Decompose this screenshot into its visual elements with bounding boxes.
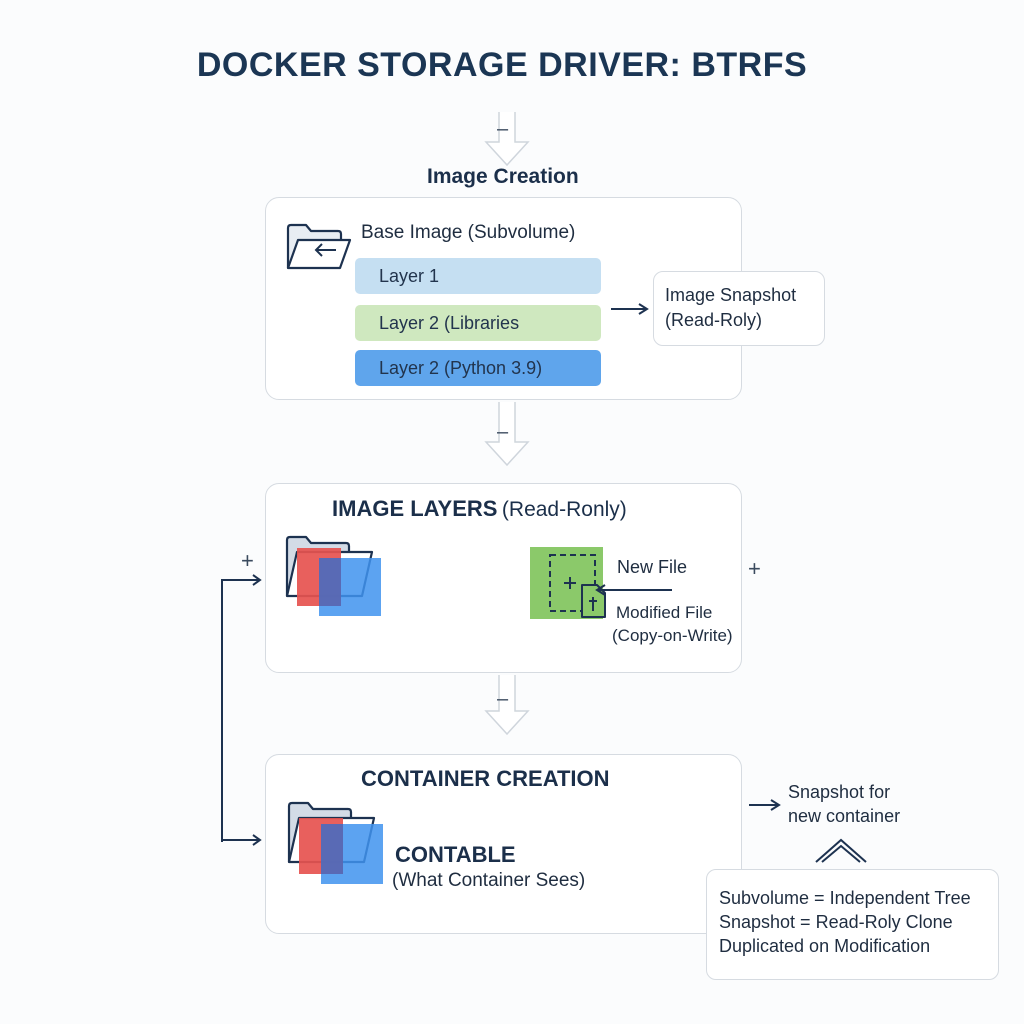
legend-box (706, 869, 999, 980)
minus-sign-3: – (497, 688, 509, 710)
plus-sign-left: + (241, 548, 254, 573)
image-layers-heading-rest: (Read-Ronly) (501, 498, 627, 521)
minus-sign-2: – (497, 421, 509, 443)
image-snapshot-label: Image Snapshot (665, 285, 797, 305)
legend-line-3: Duplicated on Modification (719, 936, 931, 956)
folder-icon (286, 223, 352, 270)
layer-2-python: Layer 2 (Python 3.9) (355, 350, 601, 386)
container-folder-icon (287, 801, 383, 884)
layered-folder-icon (285, 535, 381, 616)
left-connector-line (221, 574, 262, 846)
down-arrow-1 (484, 112, 530, 167)
arrow-to-snapshot (611, 303, 649, 315)
new-file-label: New File (617, 557, 688, 577)
down-arrow-3 (484, 675, 530, 736)
legend-line-2: Snapshot = Read-Roly Clone (719, 912, 953, 932)
base-image-label: Base Image (Subvolume) (361, 222, 576, 243)
chevron-up-icon (815, 838, 867, 863)
snapshot-arrow (749, 799, 781, 811)
modified-file-label: Modified File (616, 603, 713, 622)
down-arrow-2 (484, 402, 530, 467)
copy-on-write-label: (Copy-on-Write) (612, 626, 733, 645)
image-layers-heading-bold: IMAGE LAYERS (332, 496, 498, 521)
container-creation-heading: CONTAINER CREATION (361, 766, 610, 791)
image-snapshot-box (653, 271, 825, 346)
minus-sign-1: – (497, 118, 509, 140)
contable-sublabel: (What Container Sees) (392, 870, 586, 891)
image-layers-heading: IMAGE LAYERS (Read-Ronly) (332, 496, 627, 522)
image-snapshot-sublabel: (Read-Roly) (665, 310, 763, 330)
layer-1: Layer 1 (355, 258, 601, 294)
snapshot-note-line1: Snapshot for (788, 782, 891, 802)
image-creation-heading: Image Creation (427, 165, 579, 188)
legend-line-1: Subvolume = Independent Tree (719, 888, 971, 908)
new-file-icon (530, 547, 606, 619)
contable-label: CONTABLE (395, 842, 516, 867)
layer-2-libraries: Layer 2 (Libraries (355, 305, 601, 341)
plus-sign-right: + (748, 556, 761, 581)
snapshot-note-line2: new container (788, 806, 901, 826)
modified-file-arrow (595, 584, 672, 596)
page-title: DOCKER STORAGE DRIVER: BTRFS (196, 46, 808, 84)
